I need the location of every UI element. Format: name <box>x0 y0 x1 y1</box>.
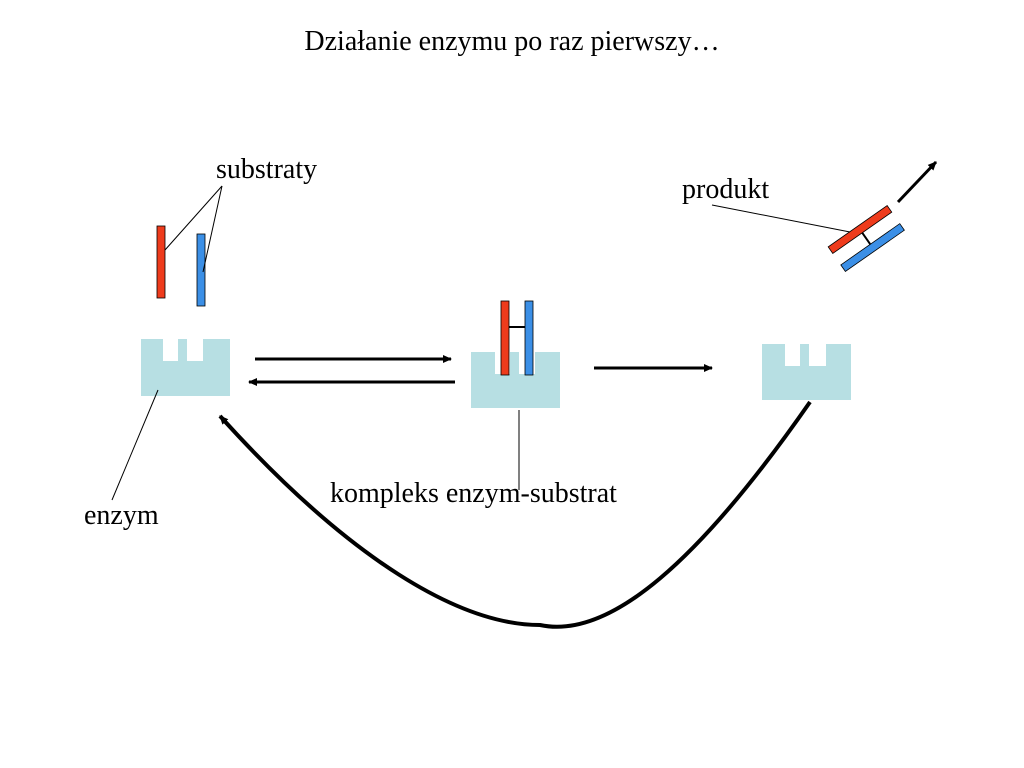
complex-substrate-blue <box>524 300 534 376</box>
enzyme-recycle-arrow <box>218 400 812 629</box>
product <box>827 205 905 273</box>
complex-substrate-red <box>500 300 510 376</box>
product-label: produkt <box>682 174 770 205</box>
product-release-arrow <box>896 160 938 204</box>
complex-label: kompleks enzym-substrat <box>330 478 617 509</box>
enzyme-substrate-complex <box>471 300 560 408</box>
enzyme-free-left <box>141 339 230 396</box>
slide-title: Działanie enzymu po raz pierwszy… <box>304 26 720 57</box>
enzyme-free-right <box>762 344 851 400</box>
substrates-pointer-line-red <box>164 185 223 251</box>
enzyme-label: enzym <box>84 500 159 531</box>
substrates-label: substraty <box>216 154 318 185</box>
product-blue-part <box>840 223 905 273</box>
enzyme-pointer-line <box>111 389 159 501</box>
substrates-pointer-line-blue <box>202 185 223 273</box>
product-red-part <box>827 205 893 255</box>
substrate-red <box>156 225 166 299</box>
product-bond <box>861 232 872 245</box>
substrate-blue <box>196 233 206 307</box>
product-pointer-line <box>711 204 851 233</box>
